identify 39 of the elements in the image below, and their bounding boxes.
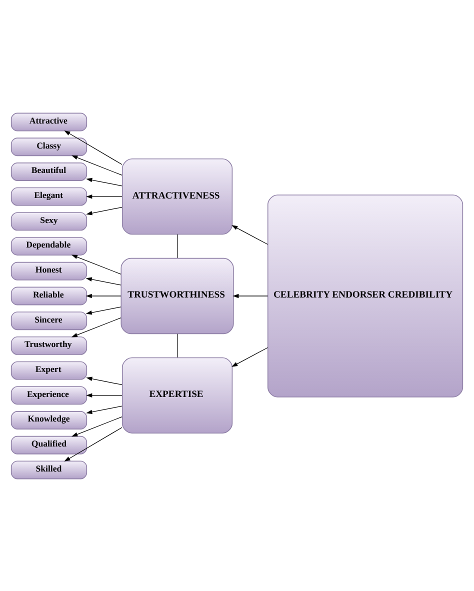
arrow	[232, 346, 268, 366]
arrow	[86, 194, 122, 198]
node-box: ATTRACTIVENESS	[122, 158, 233, 234]
node-box: Reliable	[10, 286, 88, 305]
node-box: Beautiful	[10, 162, 88, 180]
node-box: Classy	[10, 137, 88, 156]
node-box: Knowledge	[10, 410, 88, 429]
node-box: Elegant	[10, 186, 88, 206]
node-box: TRUSTWORTHINESS	[120, 257, 234, 334]
connector	[176, 333, 178, 358]
arrow	[71, 254, 122, 274]
node-box: Honest	[10, 261, 88, 280]
node-box: Sincere	[10, 311, 88, 330]
arrow	[86, 177, 122, 186]
node-box: Experience	[10, 386, 88, 404]
arrow	[86, 206, 122, 215]
node-box: Attractive	[10, 112, 88, 131]
arrow	[86, 405, 122, 414]
arrow	[232, 293, 268, 298]
connector	[176, 234, 178, 258]
node-box: Trustworthy	[10, 336, 88, 354]
arrow	[64, 130, 122, 164]
arrow	[71, 154, 122, 176]
arrow	[232, 224, 268, 244]
arrow	[71, 316, 122, 337]
node-box: Qualified	[10, 435, 88, 454]
arrow	[86, 376, 122, 385]
arrow	[86, 276, 122, 285]
node-box: CELEBRITY ENDORSER CREDIBILITY	[267, 194, 464, 397]
arrow	[71, 416, 122, 436]
node-box: Sexy	[10, 212, 88, 230]
arrow	[86, 392, 122, 398]
arrow	[64, 426, 122, 462]
node-box: EXPERTISE	[122, 356, 233, 433]
arrow	[86, 293, 122, 298]
node-box: Skilled	[10, 460, 88, 479]
node-box: Expert	[10, 360, 88, 380]
arrow	[86, 306, 122, 314]
node-box: Dependable	[10, 236, 88, 256]
